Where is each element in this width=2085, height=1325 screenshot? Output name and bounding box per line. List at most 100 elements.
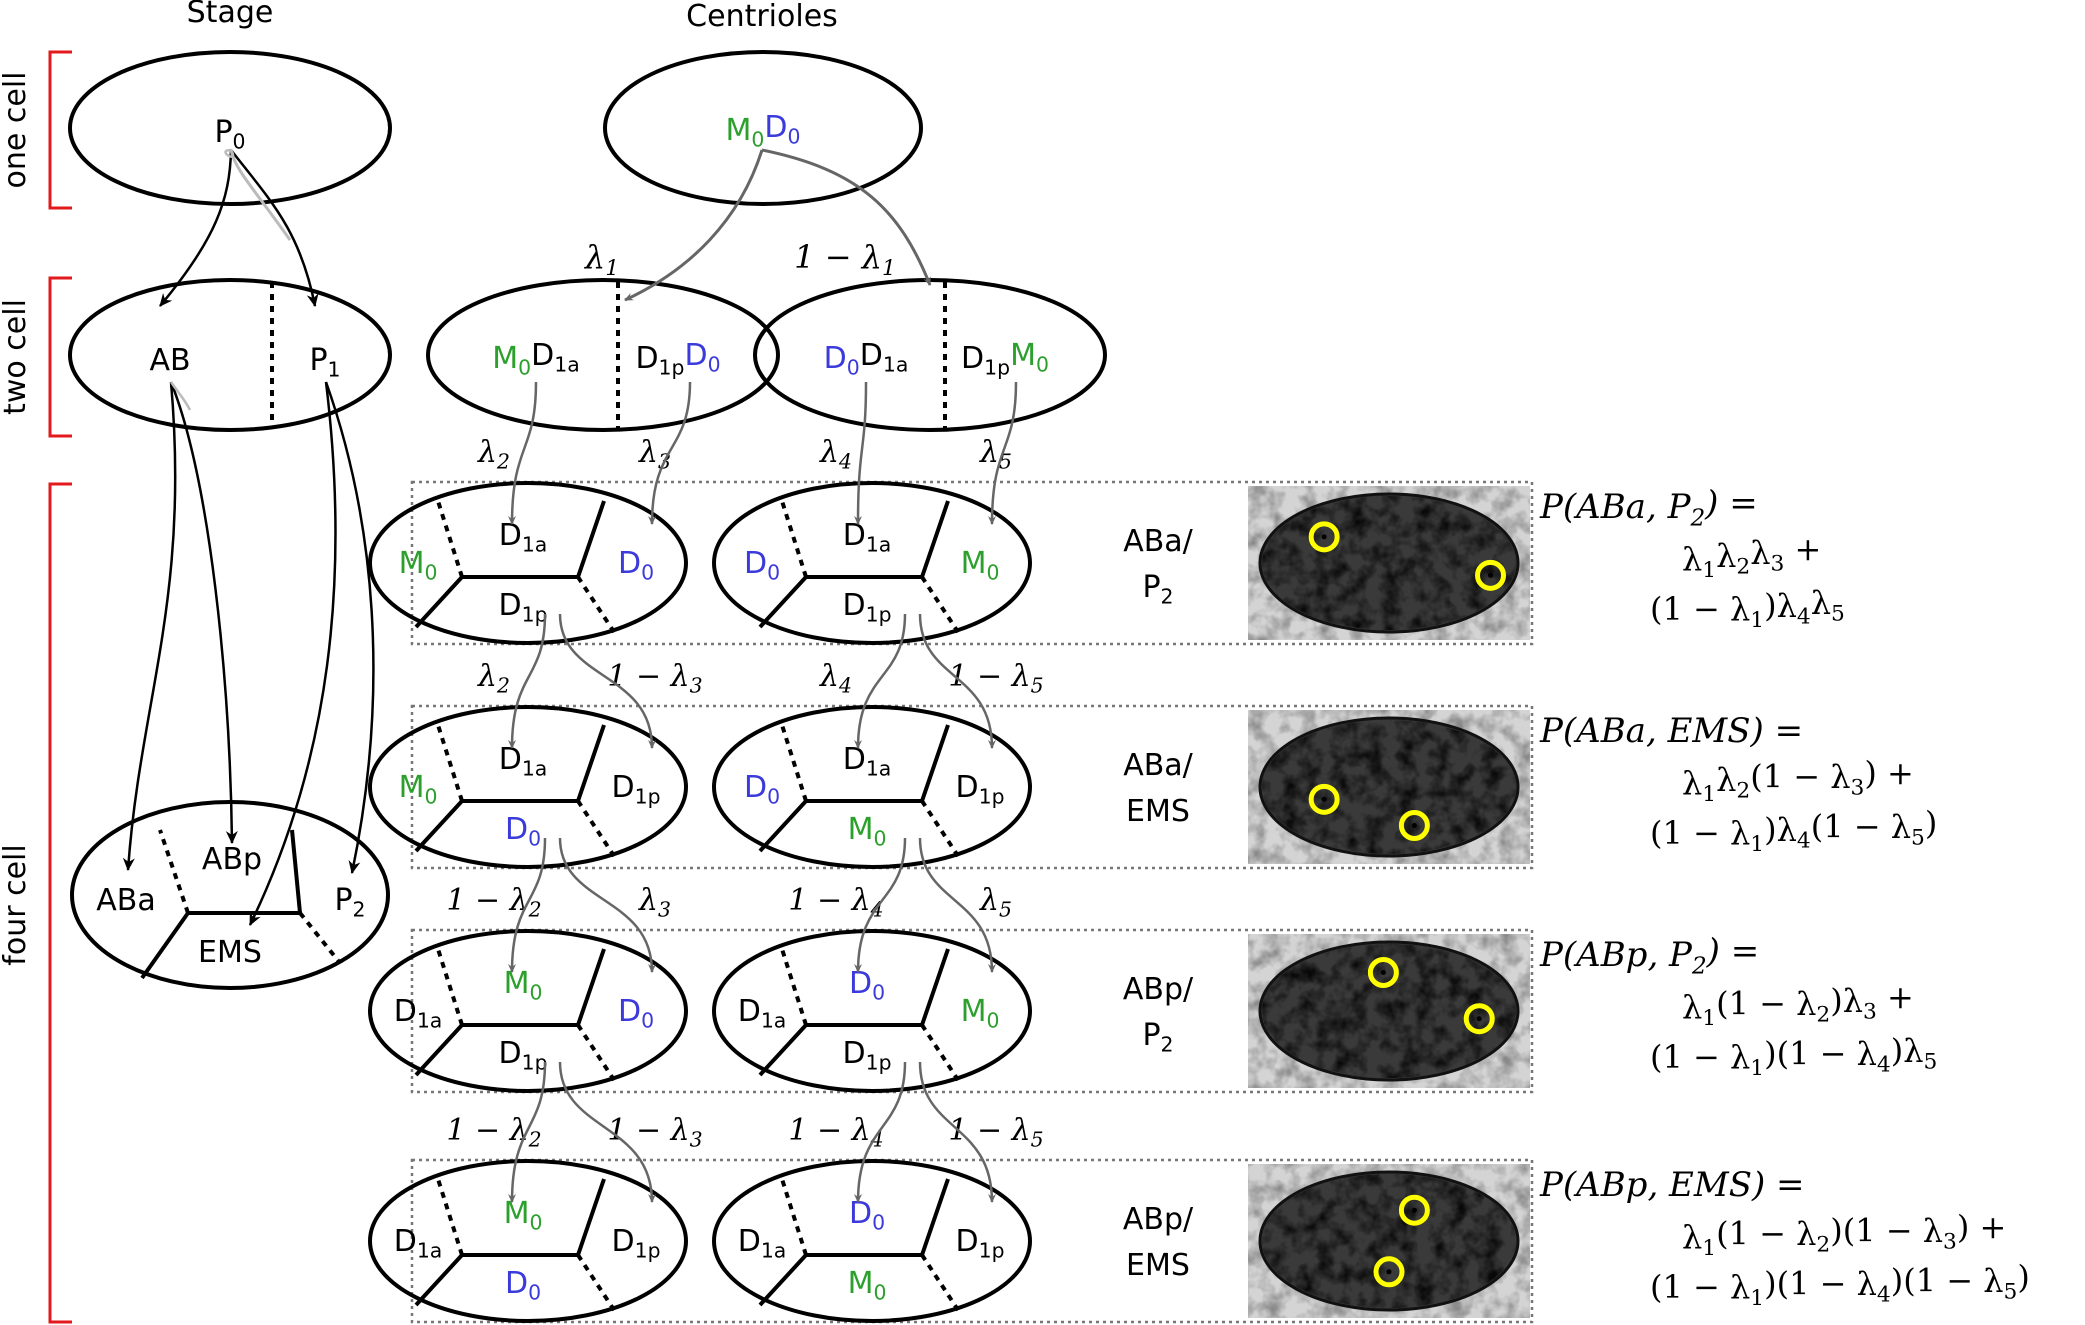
centriole-label-top: D1a​ (843, 742, 892, 781)
outcome-label-line2: EMS (1126, 794, 1190, 829)
segregation-arrow (854, 837, 907, 973)
outcome-label-line1: ABp/ (1123, 1202, 1194, 1237)
probability-formula-lhs: P(ABp, P2​) = (1539, 932, 1759, 980)
segregation-arrow (558, 837, 656, 973)
transition-probability-label: 1 − λ4​ (788, 1113, 883, 1152)
centriole-label-top: M0​ (504, 966, 543, 1005)
stage-brackets (48, 50, 72, 1324)
outcome-label-line1: ABa/ (1123, 524, 1193, 559)
outcome-label-line2: EMS (1126, 1248, 1190, 1283)
four-cell-label: four cell (0, 844, 33, 965)
four-cell-centrioles-b: D0​ D1a​ M0​ D1p​ (712, 481, 1032, 645)
outcome-label-line1: ABa/ (1123, 748, 1193, 783)
centriole-label-bottom: D1p​ (498, 588, 547, 627)
centriole-label-top: D1a​ (499, 518, 548, 557)
centriole-label-top: D1a​ (843, 518, 892, 557)
centriole-one-cell (603, 50, 923, 206)
centriole-label-top: D1a​ (499, 742, 548, 781)
segregation-arrow (854, 1061, 907, 1203)
centrosome-marker (1373, 1256, 1405, 1288)
transition-probability-label: λ3​ (638, 435, 671, 474)
segregation-arrow (508, 1061, 547, 1203)
centrosome-marker (1308, 783, 1340, 815)
centriole-label-left: D0​ (744, 546, 780, 585)
embryo-micrograph (1248, 1164, 1530, 1318)
four-cell-centrioles-b: D1a​D0​D1p​M0​ (712, 1159, 1032, 1323)
centriole-label-bottom: D0​ (505, 812, 541, 851)
two-cell-label: two cell (0, 299, 33, 415)
transition-probability-label: 1 − λ5​ (948, 1113, 1043, 1152)
centriole-label-right: D1p​ (955, 770, 1004, 809)
segregation-arrow (558, 1061, 656, 1203)
two-cell-bracket (48, 276, 72, 438)
centriole-label-right: D1p​ (611, 770, 660, 809)
abp-label: ABp (202, 842, 262, 877)
probability-formula-lhs: P(ABa, EMS) = (1539, 711, 1803, 751)
two-cell-right-left-label: D0​D1a​ (824, 338, 909, 380)
centrosome-marker (1475, 559, 1507, 591)
one-cell-bracket (48, 50, 72, 210)
centriole-label-bottom: D1p​ (842, 1036, 891, 1075)
centriole-label-right: D1p​ (611, 1224, 660, 1263)
two-cell-left-left-label: M0​D1a​ (492, 338, 579, 380)
centriole-label-top: D0​ (849, 1196, 885, 1235)
segregation-arrow (508, 381, 538, 525)
centriole-two-cell-left (426, 278, 780, 432)
embryo-micrograph (1248, 486, 1530, 640)
probability-formula-term1: λ1​(1 − λ2​)(1 − λ3​) + (1682, 1208, 2006, 1261)
centriole-one-cell-label: M0​D0​ (726, 110, 801, 152)
four-cell-centrioles-a: M0​D1a​D1p​D0​ (368, 705, 688, 869)
two-cell-right-right-label: D1p​M0​ (961, 338, 1049, 380)
transition-probability-label: λ2​ (477, 659, 510, 698)
probability-formula-term1: λ1​λ2​λ3​ + (1682, 530, 1821, 583)
segregation-arrow (854, 613, 907, 749)
ab-label: AB (149, 343, 190, 378)
four-cell-centrioles-a: D1a​M0​D0​D1p​ (368, 929, 688, 1093)
stage-lineage-arrows (122, 148, 375, 926)
outcome-label-line2: P2​ (1142, 1018, 1173, 1057)
centriole-label-bottom: D1p​ (842, 588, 891, 627)
four-cell-centrioles-a: M0​ D1a​ D0​ D1p​ (368, 481, 688, 645)
transition-probability-label: 1 − λ3​ (607, 659, 702, 698)
transition-probability-label: 1 − λ2​ (446, 883, 541, 922)
transition-probability-label: λ3​ (638, 883, 671, 922)
centriole-label-left: D1a​ (394, 1224, 443, 1263)
one-to-two-cell-arrows (624, 148, 932, 302)
outcome-label-line1: ABp/ (1123, 972, 1194, 1007)
centriole-label-bottom: D1p​ (498, 1036, 547, 1075)
centriole-label-left: M0​ (399, 546, 438, 585)
centriole-label-top: M0​ (504, 1196, 543, 1235)
outcome-label-line2: P2​ (1142, 570, 1173, 609)
stage-column-header: Stage (187, 0, 274, 30)
aba-label: ABa (96, 883, 156, 918)
two-cell-embryo (68, 278, 392, 432)
two-cell-left-right-label: D1p​D0​ (635, 338, 720, 380)
centrosome-marker (1398, 1194, 1430, 1226)
centriole-label-top: D0​ (849, 966, 885, 1005)
centriole-label-bottom: M0​ (848, 812, 887, 851)
centriole-label-bottom: D0​ (505, 1266, 541, 1305)
one-cell-embryo (68, 50, 392, 206)
centrioles-column-header: Centrioles (686, 0, 838, 34)
centriole-label-left: D0​ (744, 770, 780, 809)
centrosome-marker (1308, 521, 1340, 553)
centrosome-marker (1367, 957, 1399, 988)
centriole-label-right: M0​ (961, 546, 1000, 585)
probability-formula-lhs: P(ABp, EMS) = (1539, 1165, 1805, 1205)
probability-formula-term1: λ1​λ2​(1 − λ3​) + (1682, 754, 1914, 807)
outcome-row: D1a​M0​D1p​D0​D1a​D0​D1p​M0​ABp/EMSP(ABp… (368, 1158, 2030, 1324)
centriole-label-right: D1p​ (955, 1224, 1004, 1263)
centriole-label-right: D0​ (618, 546, 654, 585)
lambda-1-label: λ1​ (583, 238, 619, 281)
segregation-arrow (918, 1061, 996, 1203)
transition-probability-label: λ5​ (979, 883, 1012, 922)
centriole-label-left: D1a​ (394, 994, 443, 1033)
four-cell-rows: M0​ D1a​ D0​ D1p​ D0​ D1a​ M0​ D1p​ ABa/P2​ P(ABa… (368, 435, 2030, 1324)
four-cell-bracket (48, 482, 72, 1324)
p2-label: P2​ (334, 883, 365, 922)
segregation-arrow (988, 381, 1018, 525)
transition-probability-label: 1 − λ3​ (607, 1113, 702, 1152)
outcome-row: M0​D1a​D0​D1p​D0​D1a​M0​D1p​ABa/P2​P(ABa… (368, 480, 1845, 646)
segregation-arrow (854, 381, 868, 525)
